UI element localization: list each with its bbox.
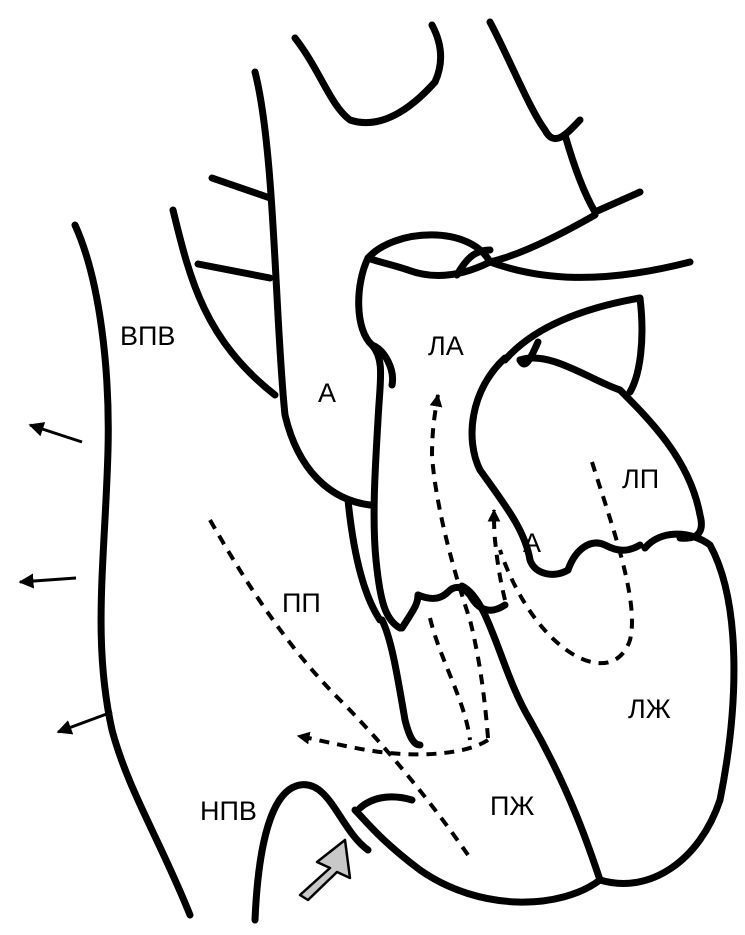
label-ivc: НПВ (200, 796, 257, 826)
label-aorta-lower: А (523, 528, 541, 558)
pulmonary-trunk (359, 235, 690, 628)
label-pulmonary-artery: ЛА (428, 331, 464, 361)
aortic-arch (255, 22, 640, 505)
inflow-arrow-icon (300, 840, 350, 900)
label-left-ventricle: ЛЖ (628, 694, 671, 724)
label-left-atrium: ЛП (622, 464, 659, 494)
outflow-small-arrows (20, 425, 112, 732)
right-heart (255, 500, 600, 920)
label-right-atrium: ПП (282, 588, 321, 618)
label-aorta-upper: А (318, 378, 336, 408)
label-right-ventricle: ПЖ (490, 791, 534, 821)
labels: ВПВ А ЛА ЛП А ПП ЛЖ НПВ ПЖ (120, 321, 671, 826)
label-svc: ВПВ (120, 321, 175, 351)
